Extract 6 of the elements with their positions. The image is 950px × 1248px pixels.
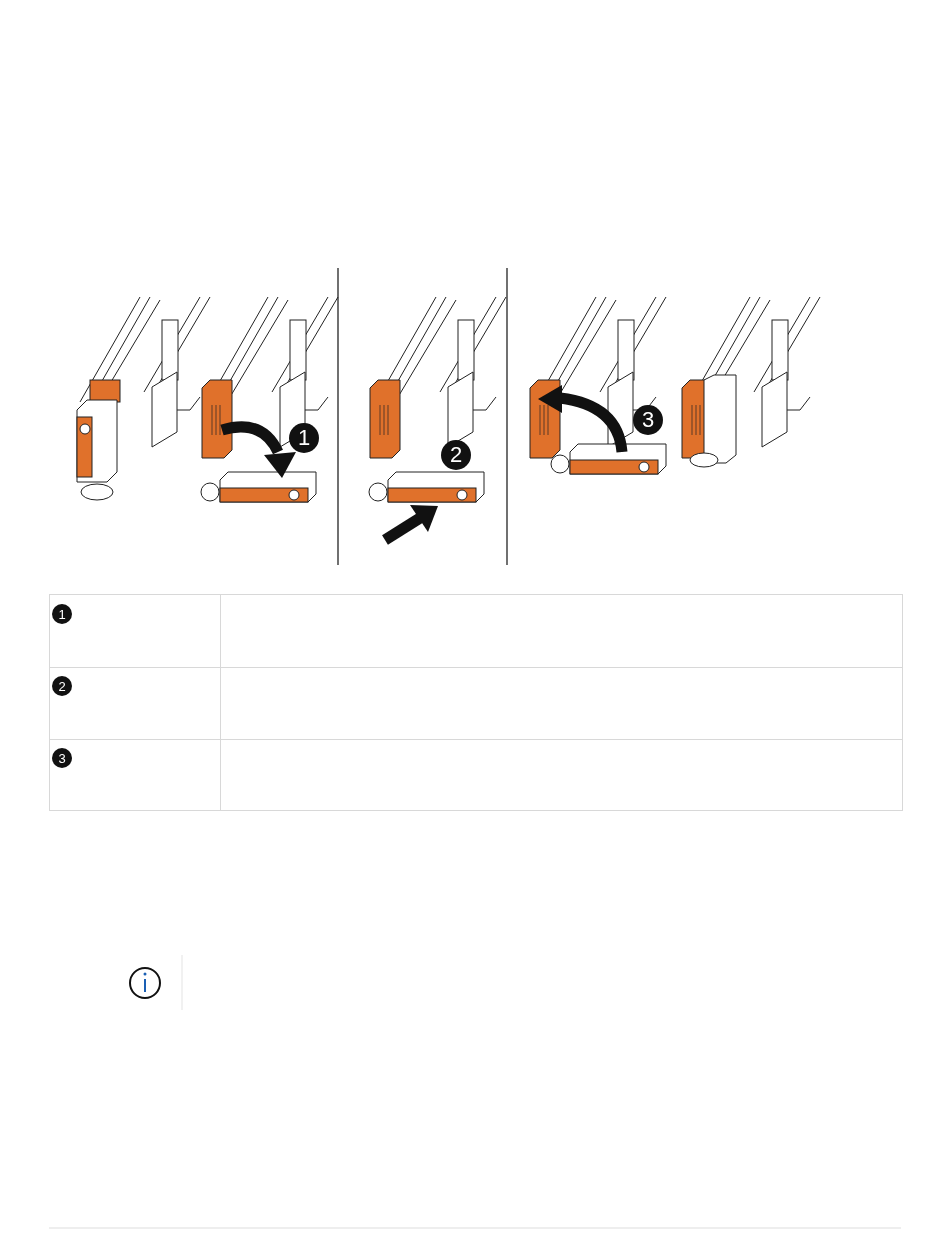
callout-number: 2 — [441, 440, 471, 470]
callout-number: 2 — [52, 676, 72, 696]
callout-number: 1 — [289, 423, 319, 453]
callout-number: 1 — [52, 604, 72, 624]
callout-number: 3 — [52, 748, 72, 768]
callout-number: 3 — [633, 405, 663, 435]
